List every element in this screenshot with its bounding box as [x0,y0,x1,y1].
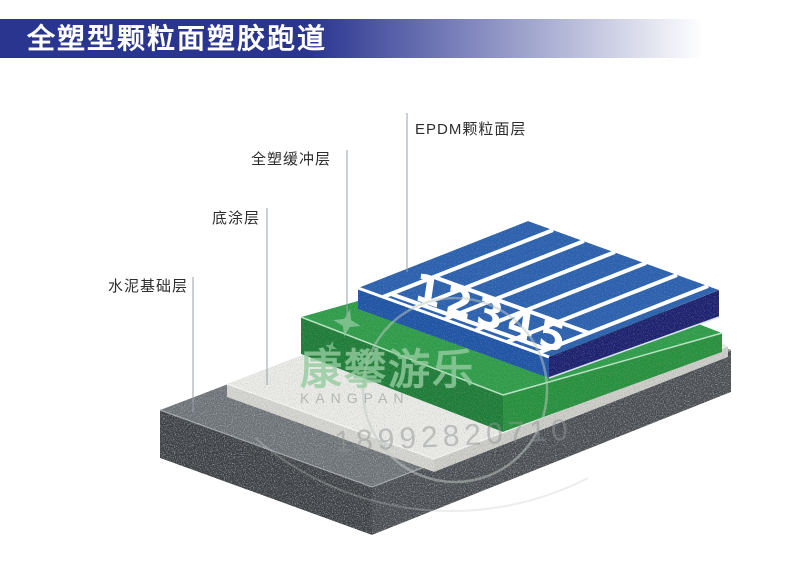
star-icon-small [325,341,337,353]
watermark-swoosh [254,437,589,513]
star-icon [333,309,361,337]
lane-lines [357,228,709,359]
lane-number-1: 1 [412,264,445,319]
track-bottom-edge-highlight [548,316,720,379]
label-epdm-surface-layer: EPDM颗粒面层 [415,121,527,138]
watermark-brand: 康攀游乐 [300,345,476,394]
watermark-brand-en: KANGPAN [300,390,409,406]
lane-number-5: 5 [536,309,569,364]
lane-numbers: 1 2 3 4 5 [412,264,569,364]
label-buffer-layer: 全塑缓冲层 [251,151,332,168]
lane-number-2: 2 [443,276,476,331]
label-primer-layer: 底涂层 [212,210,261,227]
page-title: 全塑型颗粒面塑胶跑道 [27,23,328,54]
lane-number-3: 3 [474,287,507,342]
epdm-track-layer: 1 2 3 4 5 [357,221,720,379]
leader-lines [192,113,408,412]
title-banner: 全塑型颗粒面塑胶跑道 [0,19,740,58]
label-cement-base-layer: 水泥基础层 [108,278,189,295]
watermark-circle [361,296,549,484]
